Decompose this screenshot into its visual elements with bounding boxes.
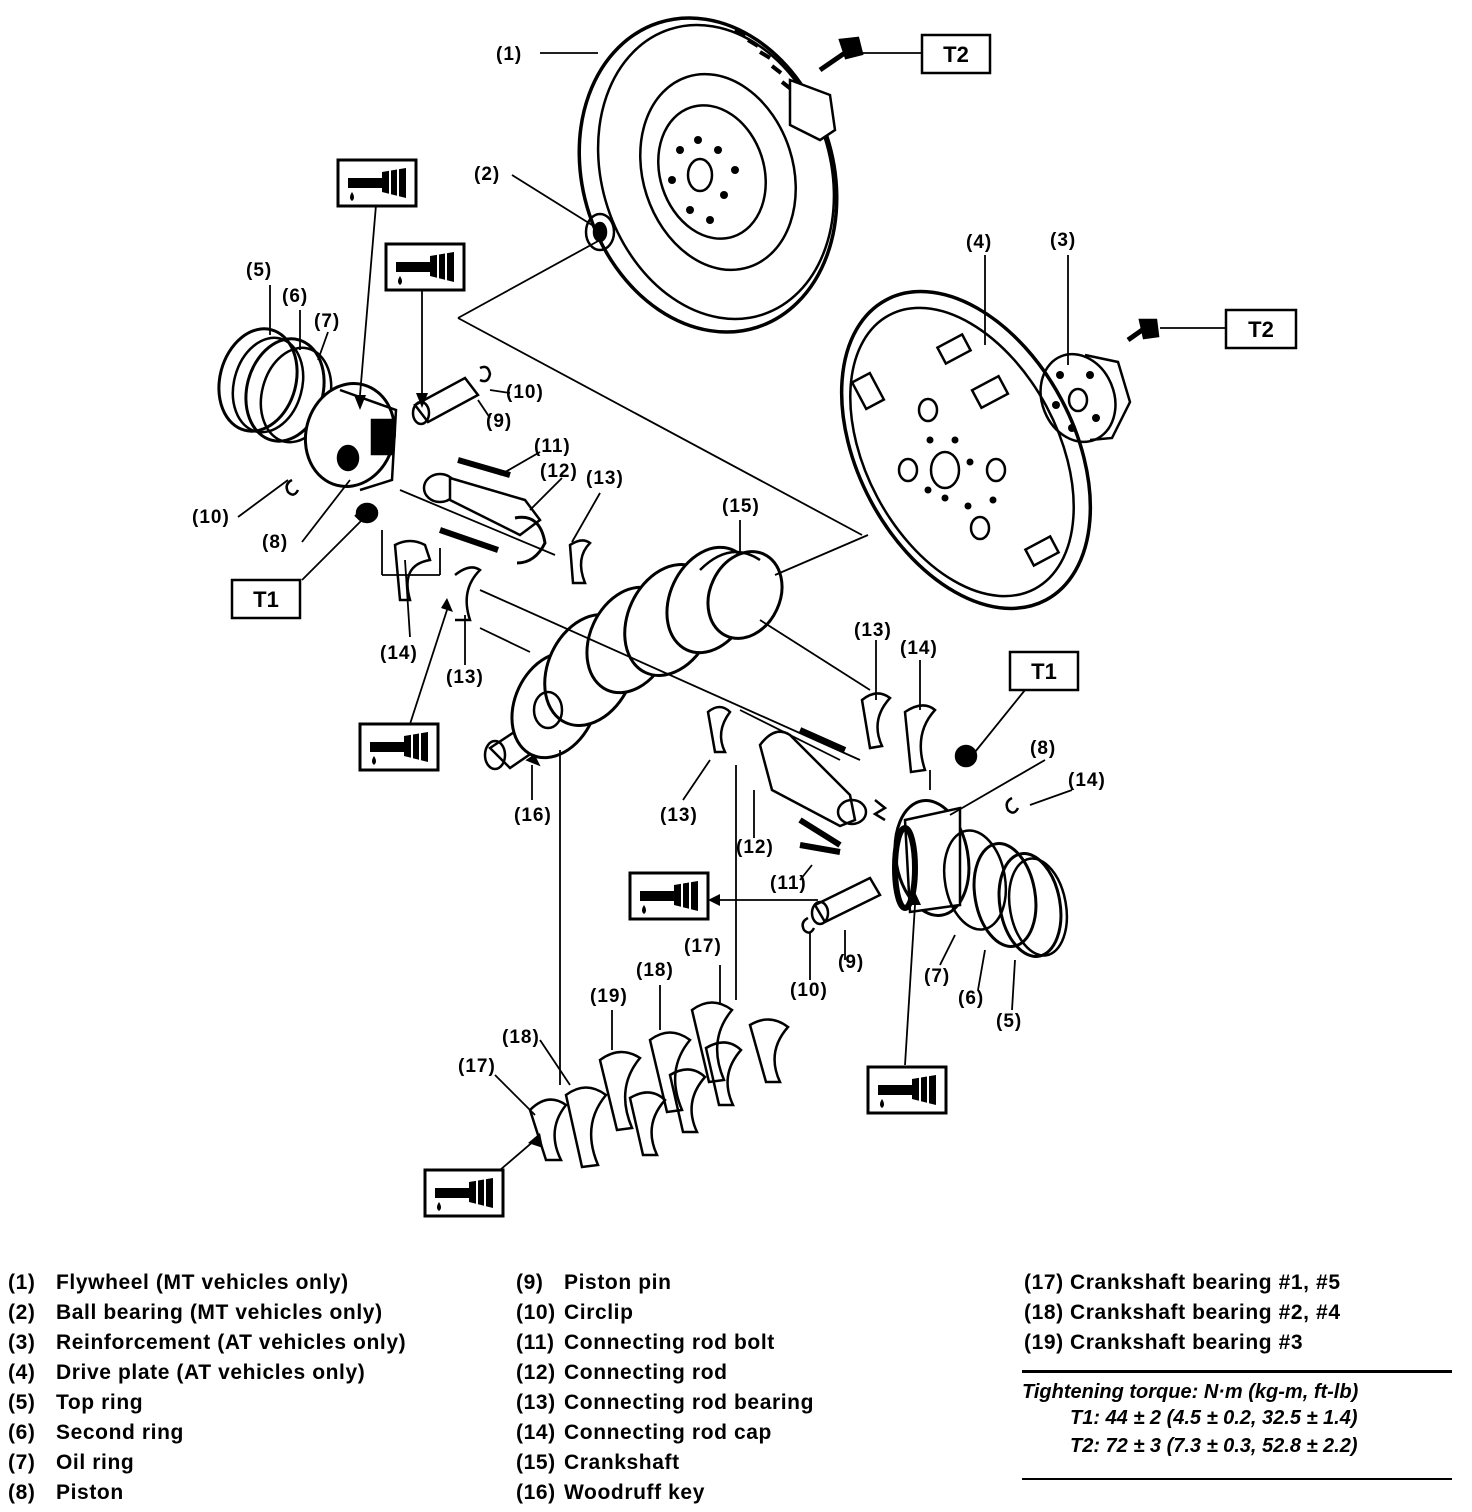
legend-item: (17)Crankshaft bearing #1, #5: [1024, 1271, 1341, 1294]
divider: [1022, 1478, 1452, 1480]
svg-text:T1: T1: [253, 587, 279, 612]
legend-item: (10)Circlip: [516, 1301, 634, 1324]
legend-item: (15)Crankshaft: [516, 1451, 680, 1474]
callout-13-right: (13): [854, 620, 892, 641]
left-connecting-rod-drawing: [354, 457, 547, 565]
callout-7-left: (7): [314, 311, 340, 332]
left-cap-drawing: [355, 502, 592, 622]
legend-item: (8)Piston: [8, 1481, 124, 1504]
torque-tag-t1-right: T1: [1008, 650, 1080, 692]
callout-1: (1): [496, 44, 522, 65]
callout-19: (19): [590, 986, 628, 1007]
svg-text:T2: T2: [1248, 317, 1274, 342]
reinforcement-drawing: [1039, 318, 1160, 444]
legend-item: (11)Connecting rod bolt: [516, 1331, 775, 1354]
legend-item: (1)Flywheel (MT vehicles only): [8, 1271, 349, 1294]
callout-10-upper: (10): [506, 382, 544, 403]
callout-8-left: (8): [262, 532, 288, 553]
oil-can-icon: [423, 1168, 505, 1218]
callout-13-left: (13): [446, 667, 484, 688]
legend-item: (2)Ball bearing (MT vehicles only): [8, 1301, 383, 1324]
torque-spec-box: Tightening torque: N·m (kg-m, ft-lb) T1:…: [1022, 1370, 1452, 1480]
callout-18-upper: (18): [636, 960, 674, 981]
drive-plate-drawing: [839, 289, 1093, 611]
left-circlip-drawing: [285, 478, 300, 496]
callout-14-left: (14): [380, 643, 418, 664]
callout-labels: (1) (2) (3) (4) (5) (6) (7) (8) (9) (10)…: [192, 44, 1106, 1077]
crankshaft-drawing: [483, 545, 784, 771]
oil-can-icon: [358, 722, 440, 772]
torque-tag-t1-left: T1: [230, 578, 302, 620]
legend-column-1: (1)Flywheel (MT vehicles only) (2)Ball b…: [8, 1268, 406, 1508]
callout-3: (3): [1050, 230, 1076, 251]
callout-9-left: (9): [486, 411, 512, 432]
svg-text:T2: T2: [943, 42, 969, 67]
callout-18-lower: (18): [502, 1027, 540, 1048]
flywheel-drawing: [577, 16, 864, 334]
legend-item: (16)Woodruff key: [516, 1481, 705, 1504]
callout-15: (15): [722, 496, 760, 517]
callout-5-left: (5): [246, 260, 272, 281]
legend-item: (14)Connecting rod cap: [516, 1421, 772, 1444]
oil-can-icon: [866, 1065, 948, 1115]
divider: [1022, 1370, 1452, 1373]
legend-column-3: (17)Crankshaft bearing #1, #5 (18)Cranks…: [1024, 1268, 1341, 1358]
legend-item: (19)Crankshaft bearing #3: [1024, 1331, 1304, 1354]
legend-column-2: (9)Piston pin (10)Circlip (11)Connecting…: [516, 1268, 814, 1508]
legend-item: (18)Crankshaft bearing #2, #4: [1024, 1301, 1341, 1324]
callout-7-right: (7): [924, 966, 950, 987]
callout-10-left: (10): [192, 507, 230, 528]
callout-12-right: (12): [736, 837, 774, 858]
callout-11-left: (11): [534, 436, 571, 457]
legend-item: (5)Top ring: [8, 1391, 144, 1414]
legend-item: (6)Second ring: [8, 1421, 184, 1444]
callout-11-right: (11): [770, 873, 807, 894]
legend-item: (7)Oil ring: [8, 1451, 135, 1474]
callout-13-upper: (13): [586, 468, 624, 489]
right-piston-drawing: [892, 799, 971, 917]
arrowheads: [354, 393, 921, 1148]
callout-5-right: (5): [996, 1011, 1022, 1032]
oil-can-icon: [384, 242, 466, 292]
ball-bearing-drawing: [584, 212, 616, 252]
woodruff-key-drawing: [525, 754, 541, 767]
left-piston-drawing: [303, 381, 398, 492]
callout-12-left: (12): [540, 461, 578, 482]
callout-6-left: (6): [282, 286, 308, 307]
torque-tag-t2-reinforcement: T2: [1224, 308, 1298, 350]
callout-13-lower: (13): [660, 805, 698, 826]
oil-can-icon: [628, 871, 710, 921]
callout-10-right: (10): [790, 980, 828, 1001]
right-cap-drawing: [706, 692, 978, 774]
legend-item: (9)Piston pin: [516, 1271, 672, 1294]
part-drawings: [217, 16, 1160, 1169]
legend-item: (12)Connecting rod: [516, 1361, 728, 1384]
callout-17-upper: (17): [684, 936, 722, 957]
oil-can-icon: [336, 158, 418, 208]
svg-text:T1: T1: [1031, 659, 1057, 684]
callout-4: (4): [966, 232, 992, 253]
right-piston-rings-drawing: [942, 796, 1069, 958]
callout-2: (2): [474, 164, 500, 185]
torque-t2-spec: T2: 72 ± 3 (7.3 ± 0.3, 52.8 ± 2.2): [1070, 1435, 1358, 1457]
legend-item: (3)Reinforcement (AT vehicles only): [8, 1331, 407, 1354]
leader-lines: [237, 52, 1226, 1171]
legend-item: (13)Connecting rod bearing: [516, 1391, 815, 1414]
legend-item: (4)Drive plate (AT vehicles only): [8, 1361, 366, 1384]
callout-14-right-circlip: (14): [1068, 770, 1106, 791]
callout-6-right: (6): [958, 988, 984, 1009]
callout-14-right-cap: (14): [900, 638, 938, 659]
main-bearings-drawing: [528, 1001, 790, 1169]
right-connecting-rod-drawing: [758, 727, 888, 848]
right-piston-pin-drawing: [801, 876, 882, 934]
callout-17-lower: (17): [458, 1056, 496, 1077]
right-rod-bolt-drawing: [799, 842, 841, 855]
callout-9-right: (9): [838, 952, 864, 973]
torque-title: Tightening torque: N·m (kg-m, ft-lb): [1022, 1381, 1359, 1403]
torque-tag-t2-flywheel: T2: [920, 33, 992, 75]
callout-8-right: (8): [1030, 738, 1056, 759]
callout-16: (16): [514, 805, 552, 826]
torque-t1-spec: T1: 44 ± 2 (4.5 ± 0.2, 32.5 ± 1.4): [1070, 1407, 1358, 1429]
exploded-crankshaft-diagram: T2 T2 T1 T1 (1) (2) (3) (4) (5) (6) (7) …: [192, 16, 1298, 1218]
